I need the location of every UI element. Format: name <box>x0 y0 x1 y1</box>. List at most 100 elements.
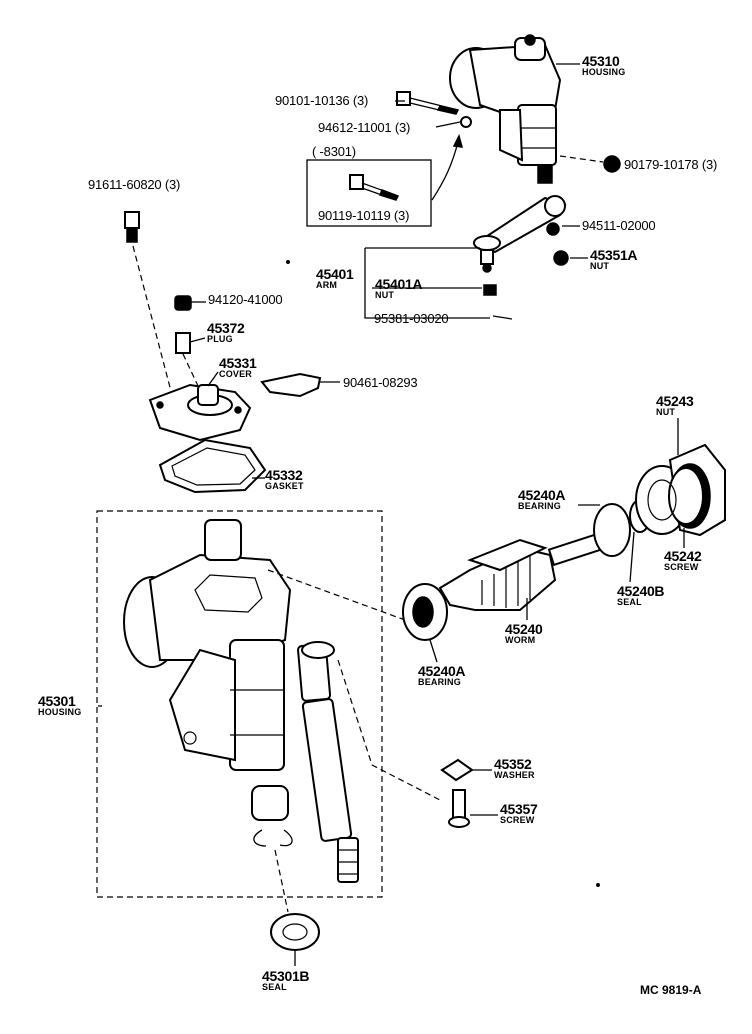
variant-arrow <box>431 141 459 201</box>
part-name: SEAL <box>262 982 287 992</box>
label-90461: 90461-08293 <box>343 375 418 390</box>
label-90179: 90179-10178 (3) <box>624 157 718 172</box>
label-45243: 45243 NUT <box>656 393 694 417</box>
label-94120: 94120-41000 <box>208 292 283 307</box>
part-name: NUT <box>590 261 610 271</box>
bolt-90101-drawing <box>396 91 460 115</box>
part-name: NUT <box>375 290 395 300</box>
label-45240B: 45240B SEAL <box>617 583 665 607</box>
part-name: HOUSING <box>38 707 82 717</box>
part-name: COVER <box>219 369 253 379</box>
part-number: 45310 <box>582 53 620 69</box>
gasket-45332-drawing <box>158 438 267 494</box>
nut-94511-drawing <box>546 222 560 236</box>
label-45301B: 45301B SEAL <box>262 968 310 992</box>
part-number: 45240A <box>418 663 466 679</box>
part-number: 45301 <box>38 693 76 709</box>
part-name: SCREW <box>664 562 699 572</box>
cotter-pin-drawing <box>492 315 513 320</box>
nut-90179-drawing <box>603 155 621 173</box>
label-45242: 45242 SCREW <box>664 548 702 572</box>
snap-ring-drawing <box>253 829 293 847</box>
part-number: 45352 <box>494 756 532 772</box>
part-number: 45240A <box>518 487 566 503</box>
part-number: 45351A <box>590 247 638 263</box>
label-91611: 91611-60820 (3) <box>88 177 181 192</box>
plug-45372-drawing <box>175 332 191 354</box>
nut-45401A-drawing <box>483 284 497 296</box>
label-45357: 45357 SCREW <box>500 801 538 825</box>
part-number: 45401 <box>316 266 354 282</box>
label-45351A: 45351A NUT <box>590 247 638 271</box>
arm-bracket <box>364 247 490 319</box>
seal-45301B-drawing <box>270 913 320 951</box>
part-number: 45240B <box>617 583 665 599</box>
label-45301: 45301 HOUSING <box>38 694 81 717</box>
label-90119: 90119-10119 (3) <box>318 208 410 223</box>
bearing-45240A-upper-drawing <box>593 503 631 557</box>
nut-94120-drawing <box>174 295 192 311</box>
needle-bearing-drawing <box>251 785 289 821</box>
bracket-90461-drawing <box>260 372 322 398</box>
stray-mark <box>596 883 600 887</box>
part-number: 45332 <box>265 467 303 483</box>
washer-45352-drawing <box>440 758 474 782</box>
adjust-screw-leader <box>337 659 441 801</box>
label-45240: 45240 WORM <box>505 621 543 645</box>
bolt-axis-line <box>132 245 173 396</box>
part-name: SCREW <box>500 815 535 825</box>
part-name: BEARING <box>418 677 461 687</box>
part-name: GASKET <box>265 481 304 491</box>
part-name: WORM <box>505 635 536 645</box>
part-number: 45357 <box>500 801 538 817</box>
variant-arrowhead <box>452 133 464 148</box>
leader-lines <box>98 63 685 966</box>
label-45240A-lower: 45240A BEARING <box>418 663 466 687</box>
label-94511: 94511-02000 <box>582 218 656 233</box>
part-name: ARM <box>316 280 338 290</box>
bolt-90119-drawing <box>349 174 400 201</box>
part-number: 45242 <box>664 548 702 564</box>
part-name: PLUG <box>207 334 233 344</box>
label-45310: 45310 HOUSING <box>582 54 625 77</box>
part-name: WASHER <box>494 770 535 780</box>
label-94612: 94612-11001 (3) <box>318 120 411 135</box>
stray-mark <box>286 260 290 264</box>
bolt-91611-drawing <box>124 211 140 243</box>
label-90101: 90101-10136 (3) <box>275 93 369 108</box>
reference-code: MC 9819-A <box>640 983 702 997</box>
upper-housing-drawing <box>449 34 562 184</box>
part-name: HOUSING <box>582 67 626 77</box>
part-name: SEAL <box>617 597 642 607</box>
plug-axis-line <box>182 353 200 389</box>
worm-45240-drawing <box>438 529 613 611</box>
label-45352: 45352 WASHER <box>494 757 535 780</box>
label-45401: 45401 ARM <box>316 266 354 290</box>
adjust-nut-45243-drawing <box>635 443 726 537</box>
part-name: NUT <box>656 407 676 417</box>
leader-90179 <box>559 155 604 163</box>
housing-assembly-box <box>96 510 383 898</box>
seal-axis-line <box>274 849 289 913</box>
part-number: 45331 <box>219 355 257 371</box>
part-number: 45243 <box>656 393 694 409</box>
washer-94612-drawing <box>460 116 472 128</box>
label-95381: 95381-03020 <box>374 311 449 326</box>
part-name: BEARING <box>518 501 561 511</box>
label-45331: 45331 COVER <box>219 355 257 379</box>
label-45372: 45372 PLUG <box>207 320 245 344</box>
housing-45301-drawing <box>123 519 292 771</box>
label-45332: 45332 GASKET <box>265 468 304 491</box>
part-number: 45372 <box>207 320 245 336</box>
label-45240A-upper: 45240A BEARING <box>518 487 566 511</box>
worm-axis-line <box>267 569 406 621</box>
sector-shaft-drawing <box>297 641 359 883</box>
part-number: 45301B <box>262 968 310 984</box>
variant-box <box>306 159 432 227</box>
label-8301: ( -8301) <box>312 144 356 159</box>
screw-45357-drawing <box>452 789 466 821</box>
arm-45401-drawing <box>473 195 567 273</box>
cover-45331-drawing <box>148 383 252 442</box>
part-number: 45240 <box>505 621 543 637</box>
